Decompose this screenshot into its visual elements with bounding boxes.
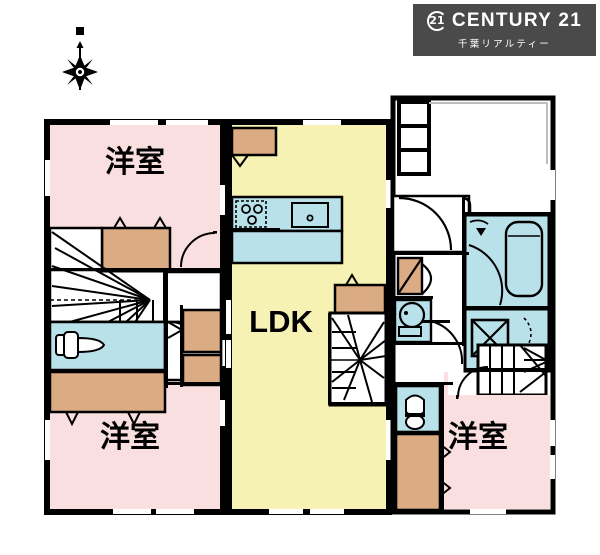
closet-left-b: [181, 308, 223, 387]
century21-logo: 21 CENTURY 21 千葉リアルティー: [413, 4, 596, 56]
window: [470, 509, 506, 514]
north-arrow-icon: [62, 27, 98, 90]
kitchen-counter: [230, 195, 344, 265]
window: [226, 300, 231, 334]
closet-upper-left: [100, 216, 172, 272]
window: [386, 420, 391, 460]
room-fill-lower-right-bedroom: [444, 395, 550, 509]
brand-subtitle: 千葉リアルティー: [458, 38, 551, 50]
three-burner-stove: [235, 200, 267, 228]
window: [113, 509, 151, 514]
window: [310, 509, 344, 514]
shoe-cabinet: [397, 100, 431, 176]
c21-badge-icon: 21: [426, 10, 447, 31]
room-label-lower-right-bedroom: 洋室: [448, 420, 508, 455]
bathtub: [504, 220, 544, 298]
window: [220, 400, 225, 426]
window: [226, 340, 231, 368]
window: [550, 420, 555, 446]
window: [166, 120, 208, 125]
window: [220, 185, 225, 215]
closet-right-small: [396, 256, 433, 296]
window: [220, 340, 225, 366]
window: [110, 120, 158, 125]
closet-ldk-top: [230, 126, 278, 168]
closet-left-a: [48, 370, 167, 427]
staircase-center: [328, 311, 388, 407]
window: [550, 455, 555, 479]
window: [156, 509, 194, 514]
room-label-ldk: LDK: [249, 304, 313, 339]
window: [45, 420, 50, 460]
round-hand-basin: [393, 298, 433, 344]
window: [45, 160, 50, 196]
room-label-upper-left-bedroom: 洋室: [105, 145, 165, 180]
window: [550, 170, 555, 200]
room-label-lower-left-bedroom: 洋室: [100, 420, 160, 455]
window: [269, 509, 303, 514]
vanity-left: [48, 320, 167, 372]
bathroom-unit: [463, 213, 551, 311]
room-fill-upper-left-bedroom: [50, 125, 220, 238]
kitchen-sink: [291, 202, 329, 228]
brand-name: CENTURY 21: [451, 10, 583, 31]
window: [386, 180, 391, 208]
window: [303, 120, 341, 125]
toilet-lower: [394, 384, 442, 434]
